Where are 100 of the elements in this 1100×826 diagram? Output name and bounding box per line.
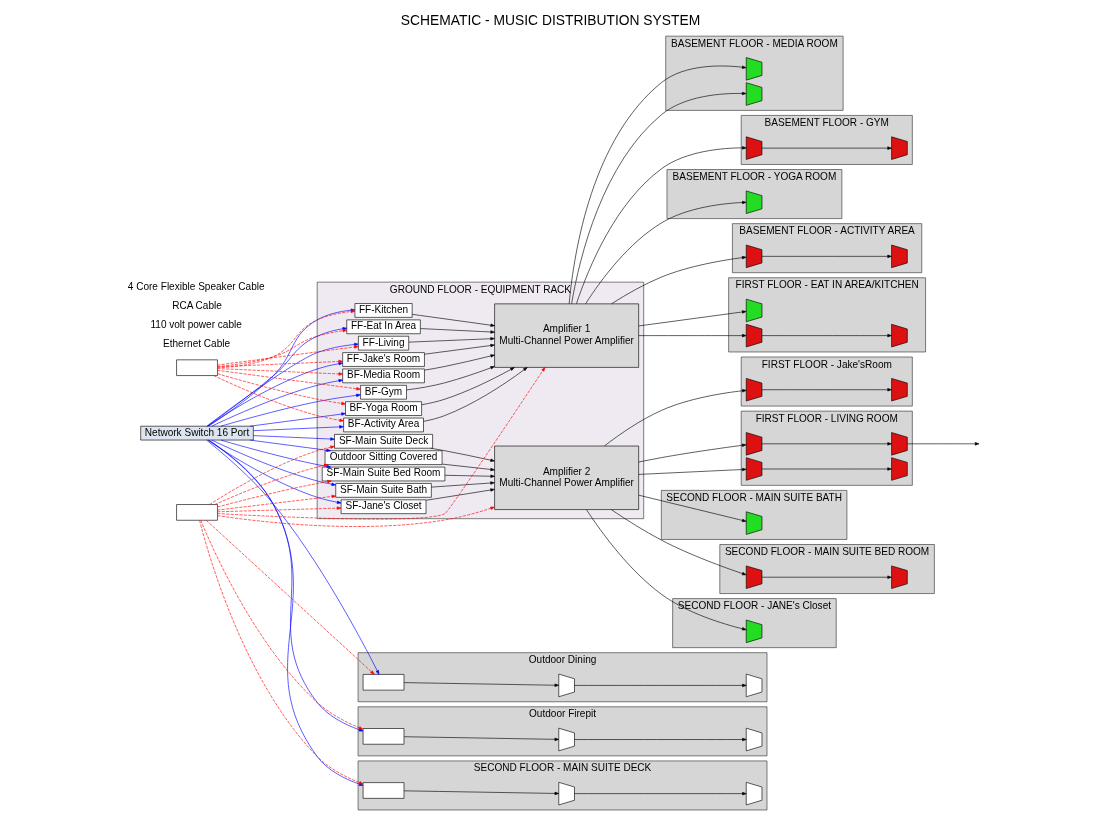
arrow	[216, 506, 341, 513]
node-speaker	[745, 190, 762, 214]
arrow	[637, 494, 746, 522]
node-box: FF-Kitchen	[354, 303, 412, 318]
arrow	[220, 393, 361, 427]
cluster: BASEMENT FLOOR - ACTIVITY AREA	[731, 223, 922, 273]
arrow	[761, 388, 892, 392]
arrow	[637, 467, 746, 475]
arrow	[405, 366, 495, 391]
arrow	[761, 333, 892, 338]
arrow	[249, 439, 331, 452]
node-speaker	[890, 244, 908, 268]
node-speaker	[890, 432, 908, 456]
node-box	[362, 674, 404, 691]
arrow	[420, 367, 515, 406]
node-speaker	[745, 298, 762, 323]
node-speaker	[890, 323, 908, 348]
arrow	[216, 370, 361, 391]
node-box	[362, 728, 404, 745]
cluster: SECOND FLOOR - JANE's Closet	[671, 598, 837, 648]
arrow	[906, 442, 979, 446]
node-box: Amplifier 2 Multi-Channel Power Amplifier	[493, 445, 639, 510]
node-speaker	[745, 57, 762, 81]
arrow	[207, 439, 363, 732]
legend-label: RCA Cable	[171, 300, 222, 312]
node-speaker	[745, 782, 762, 806]
node-box: BF-Yoga Room	[344, 401, 422, 416]
arrow	[205, 439, 379, 675]
arrow	[430, 481, 495, 488]
arrow	[419, 328, 495, 334]
arrow	[441, 463, 495, 472]
arrow	[584, 200, 746, 304]
arrow	[610, 256, 746, 305]
arrow	[216, 373, 346, 406]
arrow	[216, 506, 495, 527]
node-speaker	[745, 244, 762, 268]
node-speaker	[557, 727, 575, 752]
arrow	[761, 467, 892, 471]
arrow	[761, 146, 892, 150]
arrow	[761, 442, 892, 446]
arrow	[610, 509, 746, 576]
arrow	[444, 474, 495, 478]
arrow	[216, 345, 359, 366]
node-speaker	[557, 673, 575, 698]
arrow	[199, 520, 363, 730]
arrow	[205, 520, 375, 675]
arrow	[206, 327, 347, 427]
node-box: FF-Eat In Area	[345, 319, 421, 335]
legend-label: 110 volt power cable	[149, 318, 242, 330]
arrow	[423, 343, 495, 355]
node-box: Amplifier 1 Multi-Channel Power Amplifier	[493, 303, 639, 368]
node-box: FF-Living	[357, 335, 409, 351]
legend-label: 4 Core Flexible Speaker Cable	[127, 281, 265, 293]
node-speaker	[890, 457, 908, 481]
arrow	[252, 425, 344, 431]
arrow	[411, 314, 495, 327]
node-speaker	[745, 619, 762, 643]
node-speaker	[745, 565, 762, 589]
node-box	[175, 504, 218, 521]
node-speaker	[745, 511, 762, 535]
node-box: FF-Jake's Room	[341, 352, 425, 367]
node-speaker	[890, 136, 908, 160]
arrow	[603, 389, 747, 447]
node-speaker	[745, 673, 762, 698]
arrow	[430, 447, 495, 462]
node-speaker	[890, 378, 908, 402]
arrow	[761, 254, 892, 258]
node-box	[175, 359, 218, 376]
legend-label: Ethernet Cable	[162, 337, 230, 349]
node-box: SF-Main Suite Deck	[333, 434, 433, 449]
node-speaker	[745, 457, 762, 481]
node-box	[362, 782, 404, 799]
node-speaker	[745, 432, 762, 456]
arrow	[403, 682, 559, 687]
arrow	[220, 439, 331, 469]
arrow	[637, 333, 746, 338]
cluster: BASEMENT FLOOR - YOGA ROOM	[666, 169, 842, 219]
node-speaker	[745, 727, 762, 752]
arrow	[216, 368, 343, 376]
cluster: SECOND FLOOR - MAIN SUITE BATH	[660, 490, 847, 540]
arrow	[216, 479, 332, 508]
diagram-title: SCHEMATIC - MUSIC DISTRIBUTION SYSTEM	[400, 11, 700, 28]
arrow	[585, 509, 746, 631]
node-speaker	[745, 82, 762, 106]
arrow	[214, 463, 328, 505]
cluster: Outdoor Dining	[357, 652, 767, 703]
arrow	[573, 737, 747, 742]
node-speaker	[557, 782, 575, 806]
arrow	[216, 494, 336, 511]
arrow	[573, 683, 747, 688]
node-box: BF-Gym	[359, 385, 407, 400]
node-box: Network Switch 16 Port	[139, 425, 254, 441]
cluster: SECOND FLOOR - MAIN SUITE BED ROOM	[719, 544, 935, 594]
arrow	[761, 575, 892, 579]
arrow	[211, 439, 336, 486]
node-box: SF-Main Suite Bath	[334, 483, 432, 498]
arrow	[638, 443, 746, 463]
arrow	[575, 146, 747, 305]
node-box: SF-Jane's Closet	[340, 499, 426, 514]
node-speaker	[745, 323, 762, 348]
